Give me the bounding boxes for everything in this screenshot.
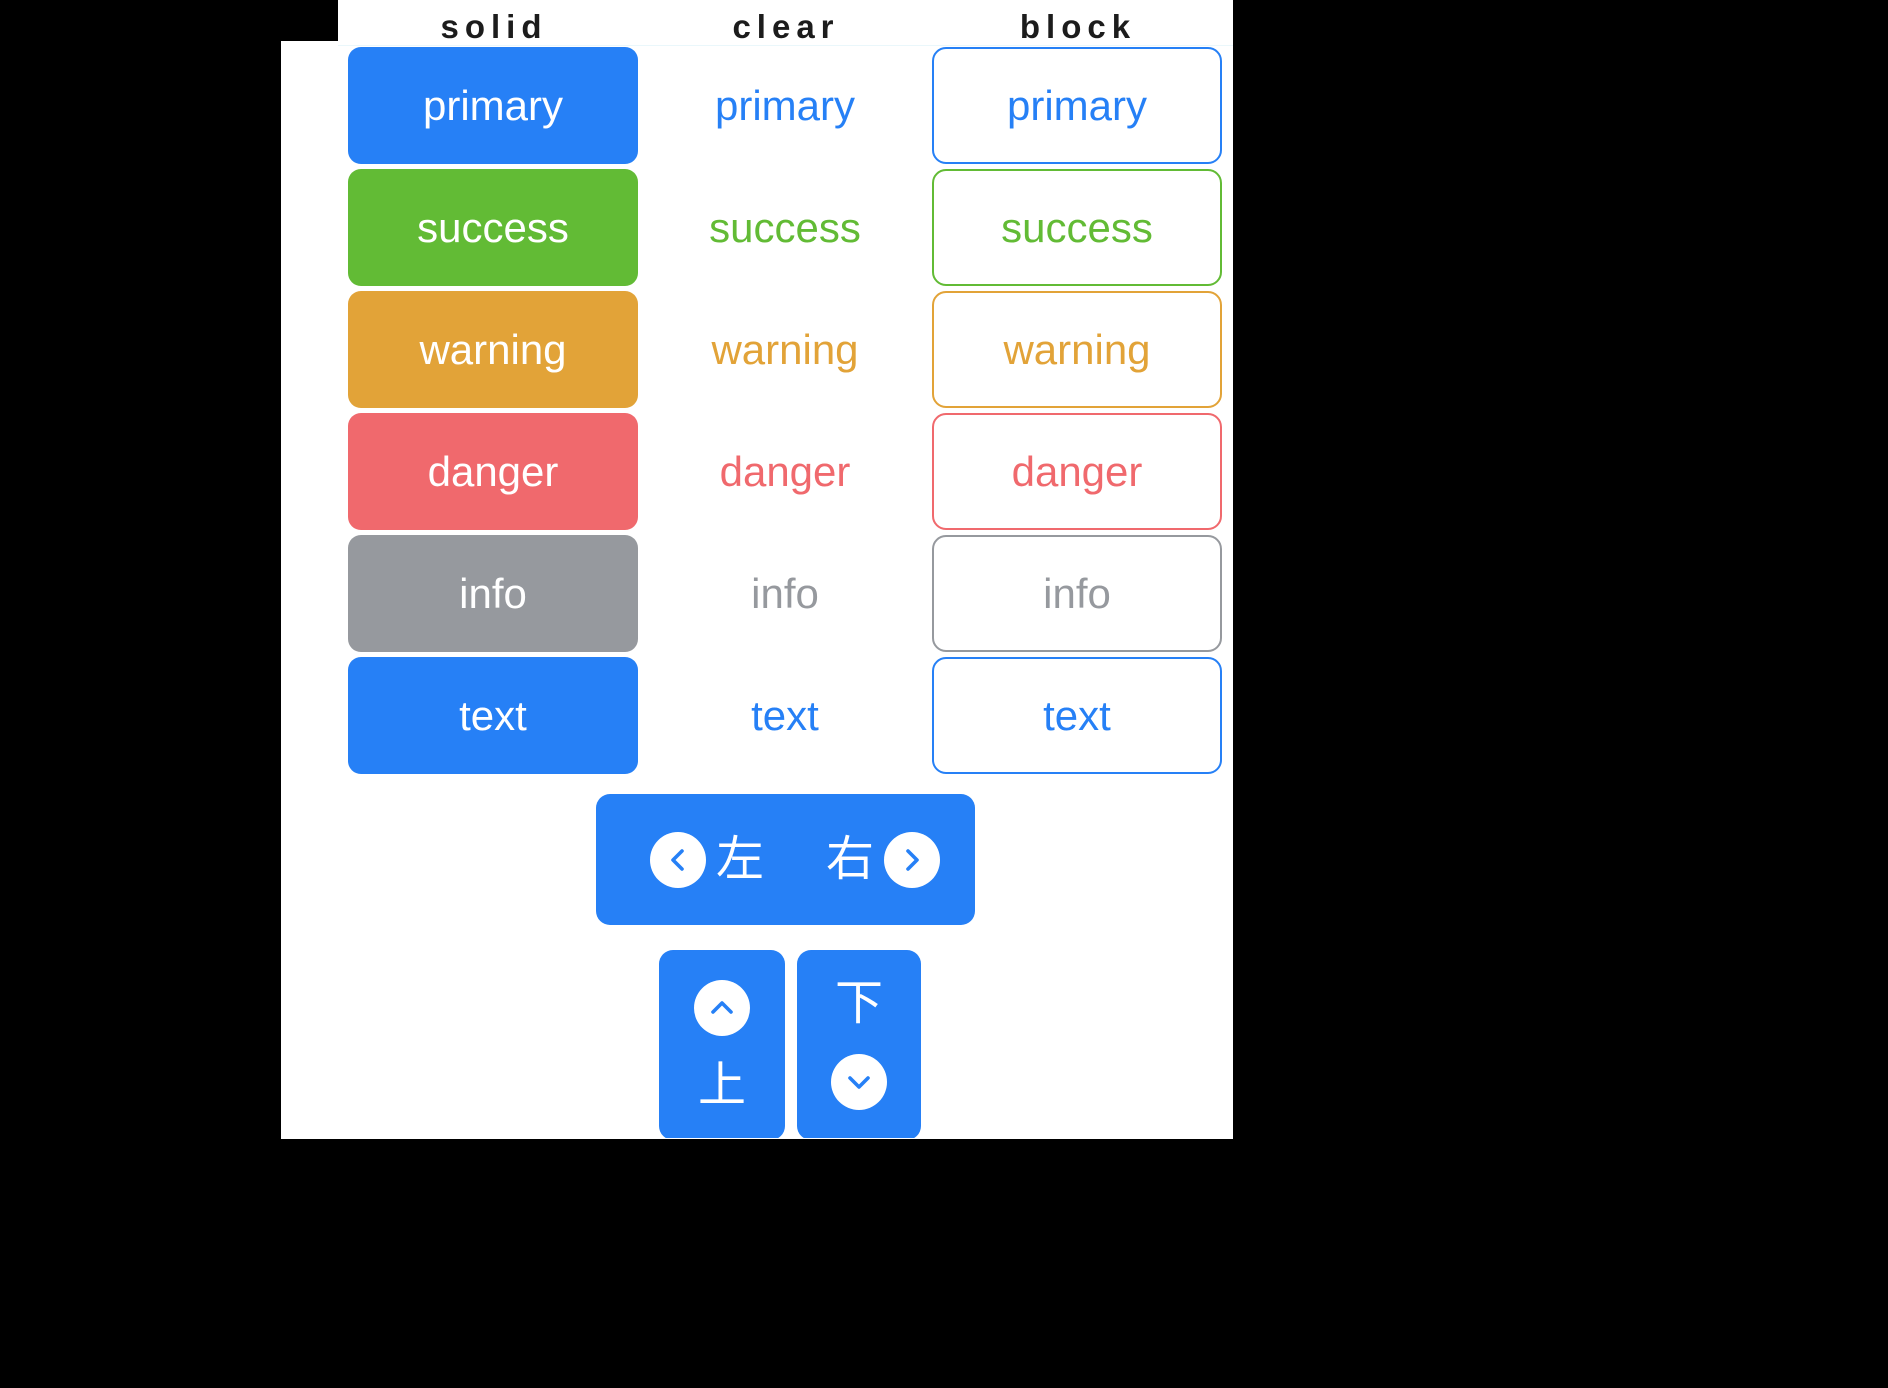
direction-button-right[interactable]: 右: [791, 794, 975, 925]
button-block-primary[interactable]: primary: [932, 47, 1222, 164]
cell-clear-success: success: [640, 168, 932, 290]
column-header-block: block: [1019, 8, 1137, 45]
direction-button-down[interactable]: 下: [797, 950, 921, 1138]
cell-solid-info: info: [348, 534, 640, 656]
direction-button-up[interactable]: 上: [659, 950, 785, 1138]
button-solid-warning[interactable]: warning: [348, 291, 638, 408]
button-grid: primary primary primary success success: [338, 46, 1233, 778]
cell-clear-warning: warning: [640, 290, 932, 412]
cell-block-info: info: [932, 534, 1224, 656]
column-header-clear: clear: [732, 8, 840, 45]
cell-block-warning: warning: [932, 290, 1224, 412]
button-block-success[interactable]: success: [932, 169, 1222, 286]
app-viewport: solid clear block primary primary primar…: [338, 0, 1233, 1138]
button-clear-success[interactable]: success: [709, 203, 861, 251]
button-block-text[interactable]: text: [932, 657, 1222, 774]
button-row-info: info info info: [338, 534, 1233, 656]
button-solid-danger[interactable]: danger: [348, 413, 638, 530]
button-block-warning[interactable]: warning: [932, 291, 1222, 408]
direction-row-vertical: 上 下: [338, 920, 1233, 1138]
button-row-warning: warning warning warning: [338, 290, 1233, 412]
button-solid-success[interactable]: success: [348, 169, 638, 286]
column-header-solid: solid: [440, 8, 548, 45]
cell-solid-text: text: [348, 656, 640, 778]
column-header-row: solid clear block: [338, 0, 1233, 46]
direction-row-horizontal: 左 右: [338, 780, 1233, 925]
cell-solid-primary: primary: [348, 46, 640, 168]
cell-clear-info: info: [640, 534, 932, 656]
cell-clear-primary: primary: [640, 46, 932, 168]
button-block-info[interactable]: info: [932, 535, 1222, 652]
button-clear-info[interactable]: info: [751, 569, 819, 617]
letterbox-bottom: [0, 1138, 1888, 1388]
button-row-text: text text text: [338, 656, 1233, 778]
button-solid-primary[interactable]: primary: [348, 47, 638, 164]
cell-clear-danger: danger: [640, 412, 932, 534]
cell-solid-danger: danger: [348, 412, 640, 534]
cell-block-text: text: [932, 656, 1224, 778]
button-solid-text[interactable]: text: [348, 657, 638, 774]
button-row-success: success success success: [338, 168, 1233, 290]
direction-button-left[interactable]: 左: [596, 794, 818, 925]
chevron-right-circle-icon: [884, 831, 940, 888]
cell-solid-success: success: [348, 168, 640, 290]
cell-solid-warning: warning: [348, 290, 640, 412]
button-clear-primary[interactable]: primary: [714, 81, 855, 129]
button-solid-info[interactable]: info: [348, 535, 638, 652]
direction-button-left-label: 左: [715, 832, 764, 886]
button-row-primary: primary primary primary: [338, 46, 1233, 168]
button-row-danger: danger danger danger: [338, 412, 1233, 534]
direction-button-down-label: 下: [834, 977, 883, 1030]
letterbox-top-left: [0, 0, 338, 41]
button-clear-text[interactable]: text: [751, 691, 819, 739]
chevron-up-circle-icon: [694, 980, 750, 1036]
button-clear-danger[interactable]: danger: [719, 447, 851, 495]
cell-block-danger: danger: [932, 412, 1224, 534]
button-block-danger[interactable]: danger: [932, 413, 1222, 530]
cell-block-primary: primary: [932, 46, 1224, 168]
chevron-down-circle-icon: [831, 1054, 887, 1110]
chevron-left-circle-icon: [649, 831, 706, 888]
button-clear-warning[interactable]: warning: [711, 325, 859, 373]
direction-button-right-label: 右: [825, 832, 874, 886]
direction-button-up-label: 上: [697, 1059, 746, 1112]
cell-block-success: success: [932, 168, 1224, 290]
cell-clear-text: text: [640, 656, 932, 778]
direction-pad: 左 右: [338, 780, 1233, 1138]
